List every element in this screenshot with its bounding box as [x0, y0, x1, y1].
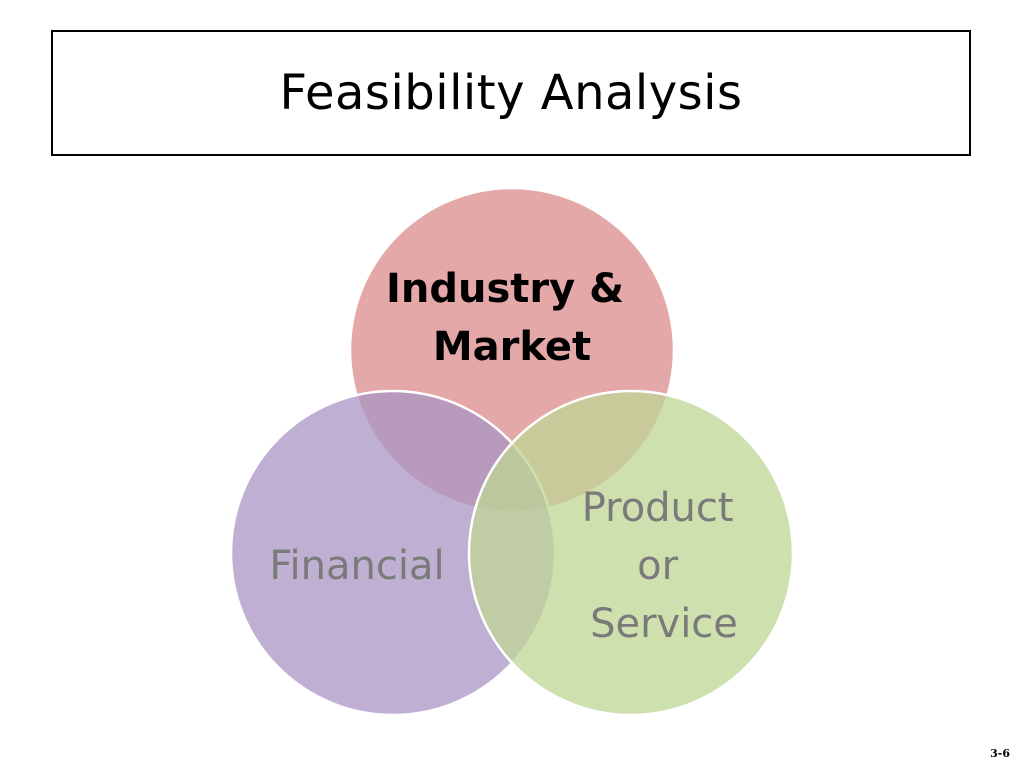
venn-circles	[229, 186, 795, 717]
label-product-service-line-3: Service	[590, 601, 738, 647]
venn-labels: Industry & Market Financial Product or S…	[269, 266, 747, 647]
label-financial: Financial	[269, 543, 444, 589]
slide-title: Feasibility Analysis	[279, 65, 743, 121]
label-industry-market: Industry & Market	[386, 266, 638, 370]
label-industry-market-line-2: Market	[433, 324, 591, 370]
label-product-service-line-1: Product	[582, 485, 734, 531]
label-industry-market-line-1: Industry &	[386, 266, 624, 312]
label-product-service: Product or Service	[582, 485, 747, 647]
title-box: Feasibility Analysis	[51, 30, 971, 156]
label-product-service-line-2: or	[637, 543, 678, 589]
circle-product-service	[467, 389, 795, 717]
label-financial-line-1: Financial	[269, 543, 444, 589]
slide-number: 3-6	[990, 747, 1010, 760]
